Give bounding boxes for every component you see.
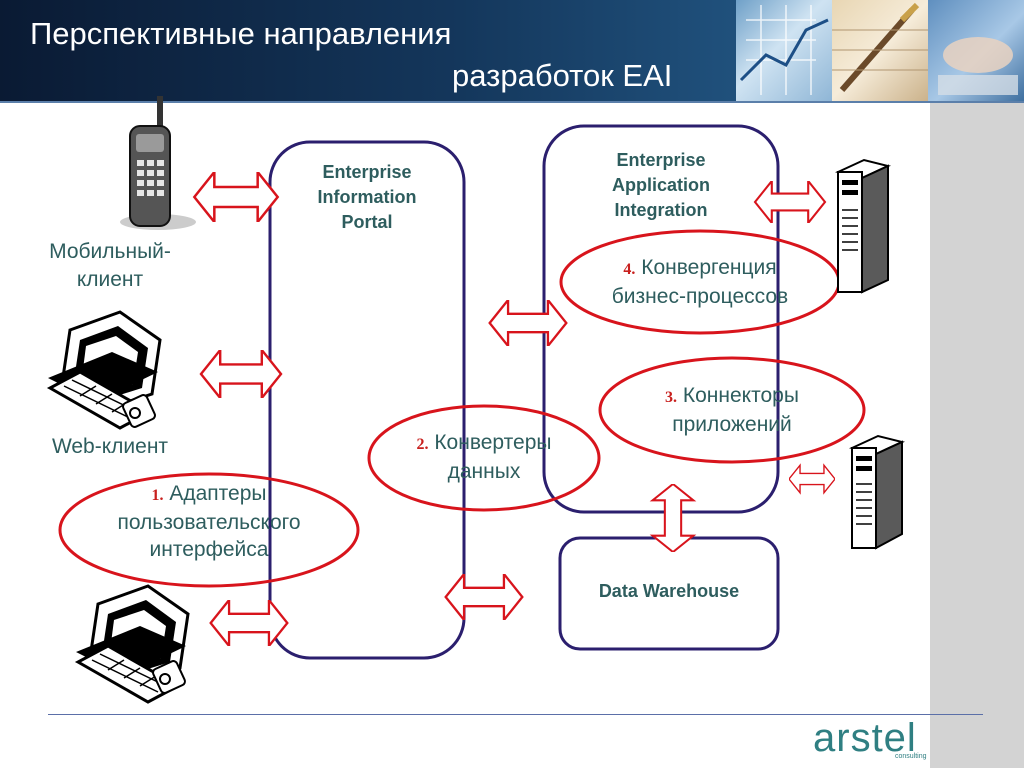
direction-1-text: Адаптеры пользовательского интерфейса — [117, 482, 301, 561]
ellipse-data-converters — [367, 404, 601, 512]
header-divider — [0, 101, 1024, 103]
web-client-label: Web-клиент — [51, 435, 169, 458]
header-photo-keyboard — [928, 0, 1024, 101]
direction-1-label: 1. Адаптеры пользовательского интерфейса — [62, 480, 356, 563]
direction-4-label: 4. Конвергенция бизнес-процессов — [564, 254, 836, 310]
right-sidebar-strip — [930, 103, 1024, 768]
chart-photo-icon — [739, 5, 829, 95]
direction-3-text: Коннекторы приложений — [672, 384, 799, 436]
arrow-portal-warehouse — [444, 574, 524, 620]
warehouse-box-label: Data Warehouse — [598, 581, 740, 601]
mobile-client-label: Мобильный- клиент — [49, 240, 171, 291]
portal-box-label: Enterprise Information Portal — [317, 162, 417, 232]
arrow-eai-server-bottom — [789, 464, 835, 494]
arrow-portal-eai — [488, 300, 568, 346]
arrow-eai-warehouse — [651, 484, 695, 552]
arrow-web-portal — [199, 350, 283, 398]
arrow-mobile-portal — [192, 172, 280, 222]
direction-2-text: Конвертеры данных — [434, 431, 552, 483]
direction-4-text: Конвергенция бизнес-процессов — [611, 256, 789, 308]
direction-3-label: 3. Коннекторы приложений — [604, 382, 860, 438]
eai-box-label: Enterprise Application Integration — [612, 150, 710, 220]
logo-wordmark: arstel — [813, 716, 917, 760]
direction-4-number: 4. — [623, 261, 636, 278]
arrow-eai-server-top — [753, 181, 827, 223]
web-computer-icon — [46, 310, 162, 430]
portal-box — [268, 140, 466, 660]
direction-1-number: 1. — [151, 487, 164, 504]
direction-3-number: 3. — [665, 389, 678, 406]
arstel-logo: arstel consulting — [813, 716, 928, 762]
header-bar: Перспективные направления разработок EAI — [0, 0, 1024, 101]
server-bottom-icon — [849, 434, 905, 550]
page-title-line1: Перспективные направления — [30, 16, 452, 51]
ellipse-ui-adapters — [58, 472, 360, 588]
page-title-line2: разработок EAI — [452, 58, 673, 93]
arrow-desktop-portal — [209, 600, 289, 646]
direction-2-number: 2. — [416, 436, 429, 453]
ellipse-app-connectors — [598, 356, 866, 464]
keyboard-photo-icon — [938, 37, 1018, 95]
header-photo-pen — [832, 0, 928, 101]
footer-divider — [48, 714, 983, 715]
direction-2-label: 2. Конвертеры данных — [372, 429, 596, 485]
header-photo-chart — [736, 0, 832, 101]
pen-photo-icon — [832, 2, 928, 92]
server-top-icon — [835, 158, 891, 294]
desktop-computer-icon — [74, 584, 190, 704]
mobile-phone-icon — [120, 96, 196, 230]
logo-tagline: consulting — [895, 753, 927, 760]
